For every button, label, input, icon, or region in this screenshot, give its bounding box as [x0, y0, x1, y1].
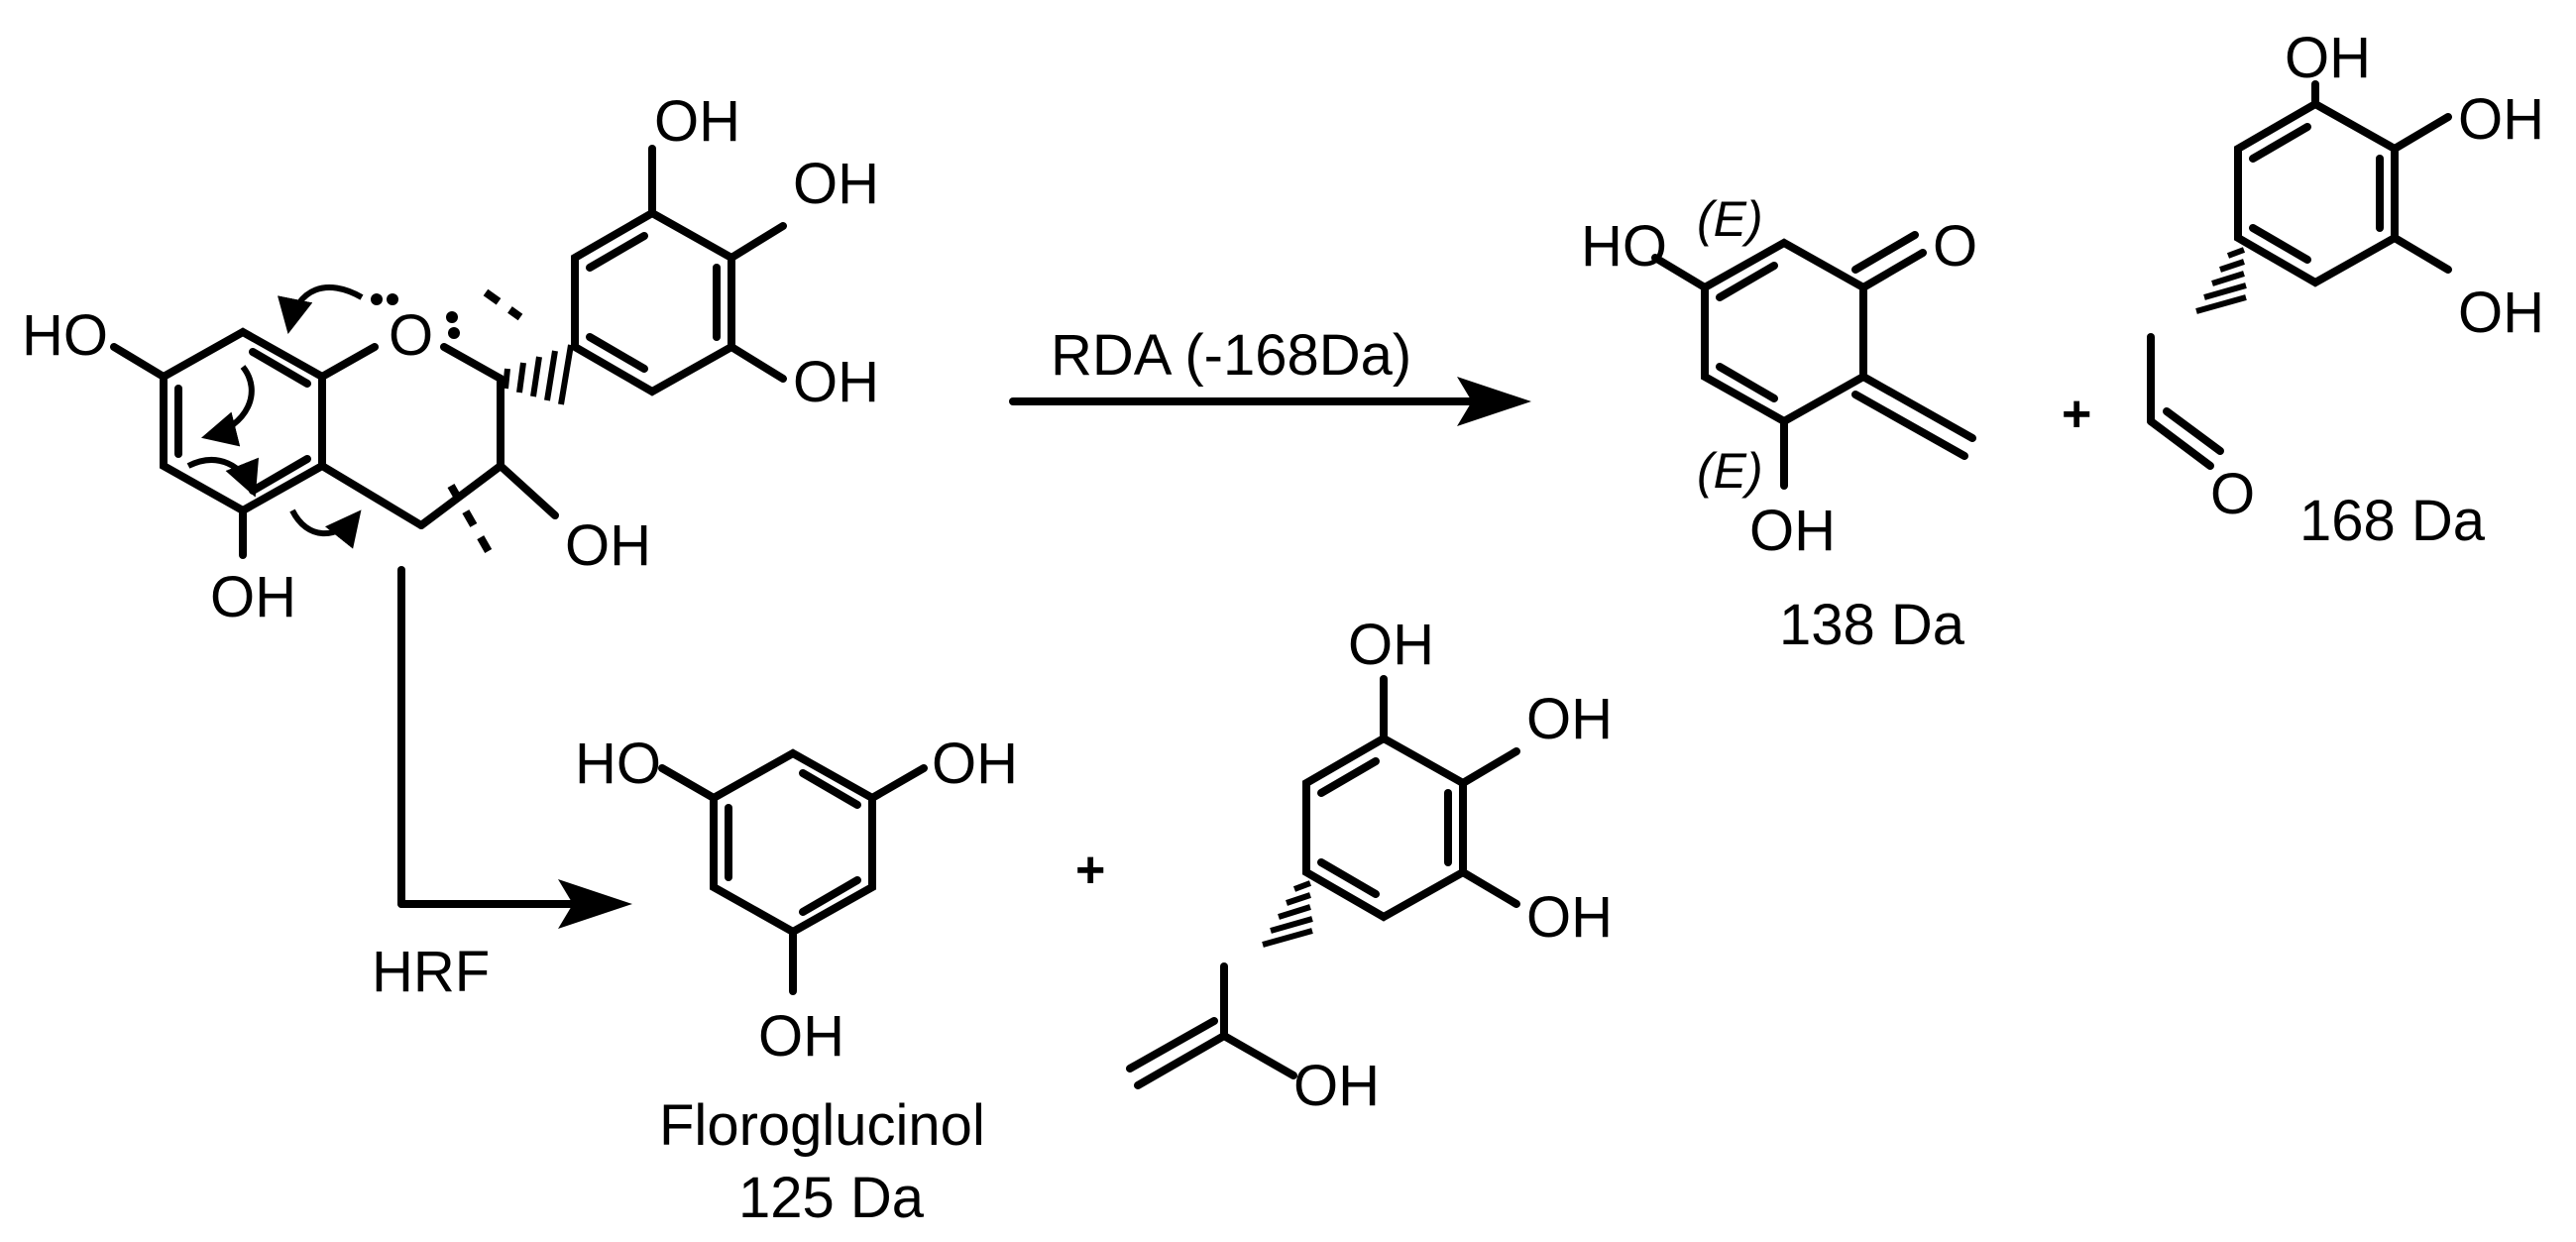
phloroglucinol-mass-label: 125 Da — [738, 1166, 925, 1230]
rda-arrow: RDA (-168Da) — [1009, 323, 1531, 426]
oh-label-q: OH — [1749, 499, 1836, 563]
oh-label-ald2: OH — [2458, 87, 2544, 152]
rda-label: RDA (-168Da) — [1051, 323, 1411, 388]
carbonyl-o-label: O — [1933, 214, 1977, 279]
plus-sign-top: + — [2062, 386, 2091, 443]
hashed-wedge-enol — [1262, 880, 1313, 948]
lone-pairs — [371, 293, 460, 339]
a-ring — [110, 327, 326, 559]
oh-label-enol3: OH — [1526, 885, 1613, 950]
hashed-wedge-aldehyde — [2195, 247, 2247, 314]
oh-label-b1: OH — [654, 89, 740, 154]
electron-arrows — [186, 284, 364, 549]
oh-label-a: OH — [210, 565, 296, 629]
oh-label-b2: OH — [793, 152, 879, 216]
enol-product: OH OH OH OH — [1126, 613, 1613, 1118]
phloroglucinol-name-label: Floroglucinol — [659, 1093, 985, 1158]
starting-molecule: HO OH O OH OH OH OH — [22, 89, 879, 629]
aldehyde-o-label: O — [2210, 462, 2255, 526]
hrf-label: HRF — [372, 940, 490, 1004]
oh-label-enol2: OH — [1526, 687, 1613, 751]
oh-label-enol1: OH — [1348, 613, 1434, 677]
cleavage-marks — [447, 288, 523, 557]
phloroglucinol-product: HO OH OH Floroglucinol 125 Da — [575, 732, 1018, 1230]
quinone-mass-label: 138 Da — [1779, 593, 1965, 657]
oh-label-c3: OH — [565, 513, 651, 578]
hrf-arrow: HRF — [372, 566, 632, 1004]
ho-label-phl: HO — [575, 732, 661, 796]
quinone-methide-product: HO O OH (E) (E) 138 Da — [1581, 191, 1977, 657]
oh-label-ald3: OH — [2458, 281, 2544, 345]
b-ring — [571, 145, 787, 396]
hashed-wedge-b — [503, 344, 574, 405]
aldehyde-mass-label: 168 Da — [2299, 489, 2486, 553]
ho-label-q: HO — [1581, 214, 1667, 279]
ring-oxygen-label: O — [389, 303, 433, 368]
oh-label-phl2: OH — [758, 1004, 844, 1069]
ho-label-a: HO — [22, 303, 108, 368]
e-label-bottom: (E) — [1697, 443, 1763, 499]
oh-label-enol4: OH — [1293, 1054, 1380, 1118]
oh-label-phl1: OH — [932, 732, 1018, 796]
c-ring — [318, 343, 559, 529]
aldehyde-product: OH OH OH O 168 Da — [2147, 26, 2544, 553]
e-label-top: (E) — [1697, 191, 1763, 247]
plus-sign-bottom: + — [1075, 842, 1105, 899]
oh-label-ald1: OH — [2285, 26, 2371, 90]
oh-label-b3: OH — [793, 350, 879, 414]
